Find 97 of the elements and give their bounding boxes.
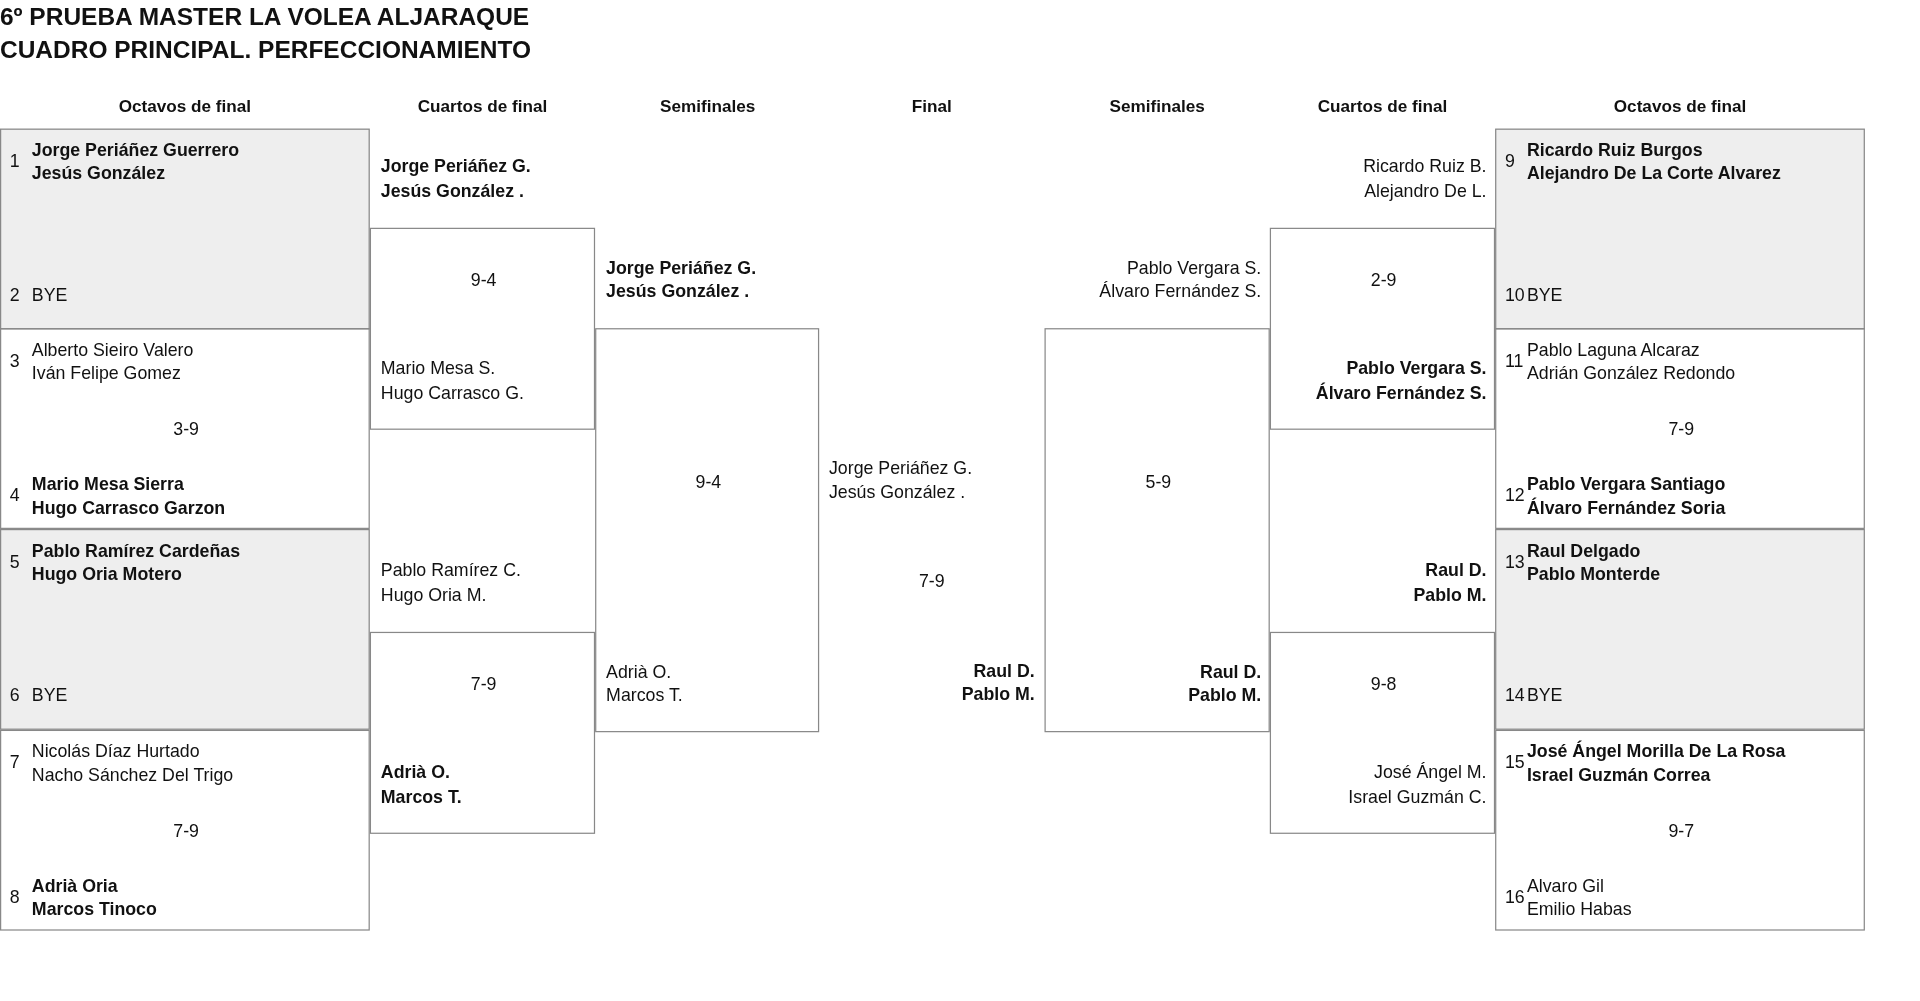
player-name: Adrià Oria (31, 876, 118, 897)
player-name: Ricardo Ruiz Burgos (1526, 140, 1703, 161)
subtitle: CUADRO PRINCIPAL. PERFECCIONAMIENTO (0, 39, 532, 61)
player-name: Emilio Habas (1526, 899, 1632, 921)
player-name: Pablo Laguna Alcaraz (1526, 339, 1700, 361)
seed-number: 12 (1504, 485, 1525, 507)
player-name: Mario Mesa Sierra (31, 474, 184, 496)
player-name: Alejandro De La Corte Alvarez (1526, 163, 1781, 185)
match-score: 2-9 (1370, 270, 1397, 291)
round-header: Semifinales (1109, 96, 1205, 117)
player-name: Álvaro Fernández S. (1099, 281, 1262, 302)
bye-label: BYE (1526, 685, 1563, 706)
match-score: 5-9 (1145, 472, 1172, 493)
match-score: 3-9 (173, 419, 199, 441)
player-name: Pablo Ramírez C. (380, 560, 521, 581)
player-name: Jorge Periáñez Guerrero (31, 140, 240, 161)
player-name: Marcos T. (380, 786, 462, 808)
match-score: 9-8 (1370, 674, 1397, 695)
seed-number: 11 (1504, 350, 1524, 372)
match-box (0, 729, 370, 931)
player-name: Marcos T. (606, 685, 683, 706)
player-name: Raul D. (1200, 661, 1262, 683)
player-name: Israel Guzmán Correa (1526, 764, 1711, 786)
round-header: Semifinales (660, 96, 756, 117)
player-name: Hugo Carrasco Garzon (31, 497, 226, 519)
player-name: José Ángel M. (1374, 762, 1487, 784)
seed-number: 6 (9, 685, 20, 706)
player-name: Alejandro De L. (1364, 180, 1487, 202)
seed-number: 2 (9, 284, 20, 306)
player-name: Alberto Sieiro Valero (31, 339, 194, 361)
round-header: Octavos de final (118, 96, 252, 117)
seed-number: 13 (1504, 551, 1525, 573)
player-name: Pablo M. (961, 683, 1035, 705)
round-header: Octavos de final (1613, 96, 1747, 117)
round-header: Final (911, 96, 952, 117)
player-name: Pablo Vergara S. (1126, 257, 1262, 279)
round-header: Cuartos de final (1317, 96, 1448, 117)
shaded-match-box (1495, 529, 1865, 730)
seed-number: 10 (1504, 284, 1525, 306)
player-name: Iván Felipe Gomez (31, 363, 181, 384)
seed-number: 5 (9, 551, 20, 573)
player-name: Hugo Carrasco G. (380, 382, 524, 404)
player-name: Álvaro Fernández S. (1315, 382, 1487, 404)
player-name: Pablo Ramírez Cardeñas (31, 540, 241, 562)
match-score: 9-7 (1668, 821, 1695, 842)
player-name: Adrià O. (380, 762, 450, 784)
seed-number: 7 (9, 752, 20, 774)
player-name: Jorge Periáñez G. (606, 257, 757, 279)
player-name: Mario Mesa S. (380, 358, 496, 379)
player-name: Jesús González . (380, 180, 524, 202)
player-name: Pablo Monterde (1526, 563, 1661, 585)
seed-number: 14 (1504, 685, 1525, 706)
match-score: 9-4 (695, 472, 722, 493)
seed-number: 3 (9, 350, 20, 372)
seed-number: 9 (1504, 151, 1515, 173)
player-name: Álvaro Fernández Soria (1526, 497, 1726, 519)
player-name: Ricardo Ruiz B. (1363, 156, 1487, 177)
shaded-match-box (0, 529, 370, 730)
player-name: Pablo M. (1188, 685, 1262, 706)
bye-label: BYE (31, 685, 68, 706)
seed-number: 16 (1504, 887, 1525, 908)
player-name: Pablo Vergara S. (1346, 358, 1487, 379)
player-name: Jorge Periáñez G. (829, 458, 973, 480)
player-name: Raul D. (973, 660, 1035, 682)
match-score: 7-9 (919, 571, 945, 593)
shaded-match-box (0, 128, 370, 330)
seed-number: 15 (1504, 752, 1525, 774)
player-name: Pablo M. (1413, 584, 1487, 606)
player-name: Hugo Oria Motero (31, 563, 182, 585)
round-header: Cuartos de final (417, 96, 548, 117)
player-name: Jesús González . (829, 481, 966, 503)
player-name: Pablo Vergara Santiago (1526, 474, 1726, 496)
bye-label: BYE (31, 284, 68, 306)
player-name: Hugo Oria M. (380, 584, 487, 606)
player-name: Jesús González . (606, 281, 750, 302)
player-name: Nicolás Díaz Hurtado (31, 741, 200, 763)
player-name: Jorge Periáñez G. (380, 156, 531, 177)
title: 6º PRUEBA MASTER LA VOLEA ALJARAQUE (0, 6, 530, 28)
match-score: 7-9 (470, 674, 497, 695)
player-name: Raul D. (1425, 560, 1487, 581)
seed-number: 4 (9, 485, 20, 507)
player-name: José Ángel Morilla De La Rosa (1526, 741, 1786, 763)
match-score: 7-9 (1668, 419, 1695, 441)
player-name: Jesús González (31, 163, 166, 185)
bye-label: BYE (1526, 284, 1563, 306)
player-name: Adrià O. (606, 661, 672, 683)
player-name: Alvaro Gil (1526, 876, 1604, 897)
player-name: Raul Delgado (1526, 540, 1641, 562)
match-score: 7-9 (173, 821, 199, 842)
player-name: Marcos Tinoco (31, 899, 157, 921)
seed-number: 1 (9, 151, 20, 173)
match-score: 9-4 (470, 270, 497, 291)
shaded-match-box (1495, 128, 1865, 330)
player-name: Nacho Sánchez Del Trigo (31, 764, 234, 786)
seed-number: 8 (9, 887, 20, 908)
player-name: Adrián González Redondo (1526, 363, 1736, 384)
player-name: Israel Guzmán C. (1348, 786, 1487, 808)
